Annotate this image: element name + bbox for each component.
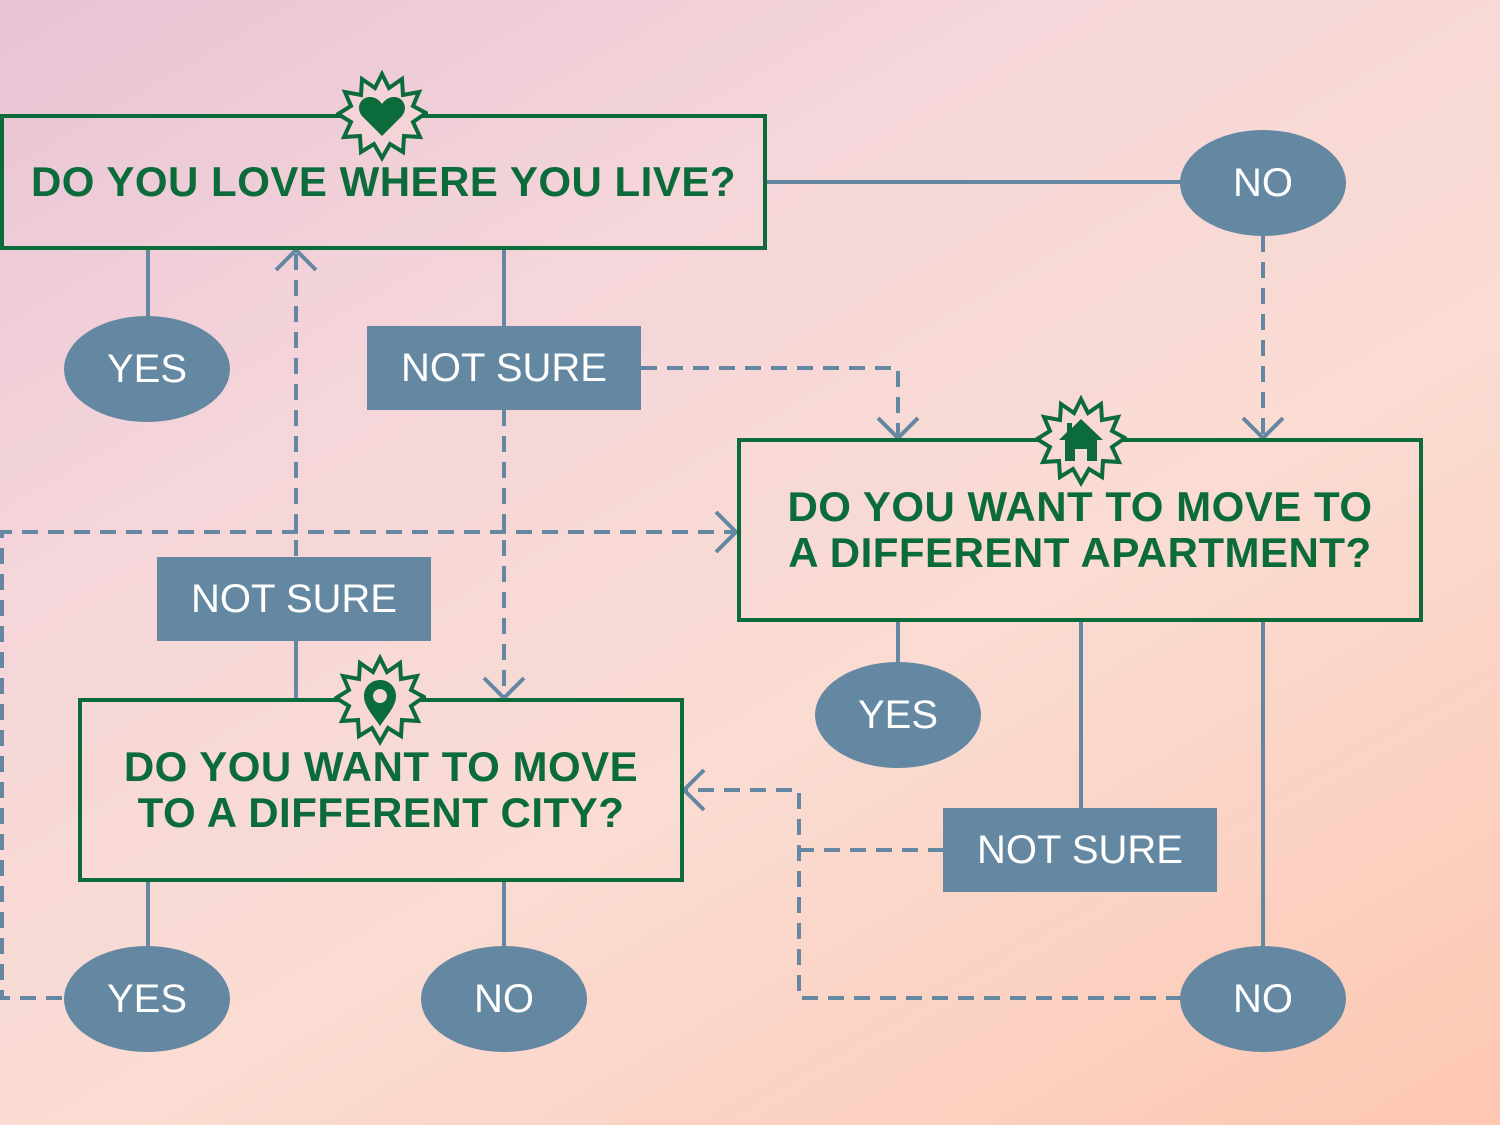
answer-yes-1: YES	[64, 316, 230, 422]
question-text-line1: DO YOU WANT TO MOVE TO	[787, 482, 1373, 530]
answer-yes-2: YES	[815, 662, 981, 768]
answer-not-sure-2: NOT SURE	[943, 808, 1217, 892]
answer-no-2: NO	[1180, 946, 1346, 1052]
answer-no-3: NO	[421, 946, 587, 1052]
answer-yes-3: YES	[64, 946, 230, 1052]
answer-label: YES	[857, 692, 939, 737]
question-text: DO YOU LOVE WHERE YOU LIVE?	[30, 157, 737, 205]
question-text-line1: DO YOU WANT TO MOVE	[123, 742, 639, 790]
answer-no-1: NO	[1180, 130, 1346, 236]
answer-label: NOT SURE	[977, 827, 1183, 872]
heart-icon	[336, 70, 428, 162]
question-text-line2: A DIFFERENT APARTMENT?	[788, 529, 1372, 576]
answer-label: YES	[106, 976, 188, 1021]
house-icon	[1035, 395, 1127, 487]
answer-label: NO	[1233, 160, 1293, 205]
question-text-line2: TO A DIFFERENT CITY?	[137, 789, 625, 836]
answer-label: YES	[106, 346, 188, 391]
answer-label: NOT SURE	[191, 576, 397, 621]
answer-label: NO	[1233, 976, 1293, 1021]
question-different-city: DO YOU WANT TO MOVE TO A DIFFERENT CITY?	[78, 698, 684, 882]
answer-label: NOT SURE	[401, 345, 607, 390]
answer-not-sure-1: NOT SURE	[367, 326, 641, 410]
answer-label: NO	[474, 976, 534, 1021]
location-pin-icon	[334, 654, 426, 746]
answer-not-sure-3: NOT SURE	[157, 557, 431, 641]
